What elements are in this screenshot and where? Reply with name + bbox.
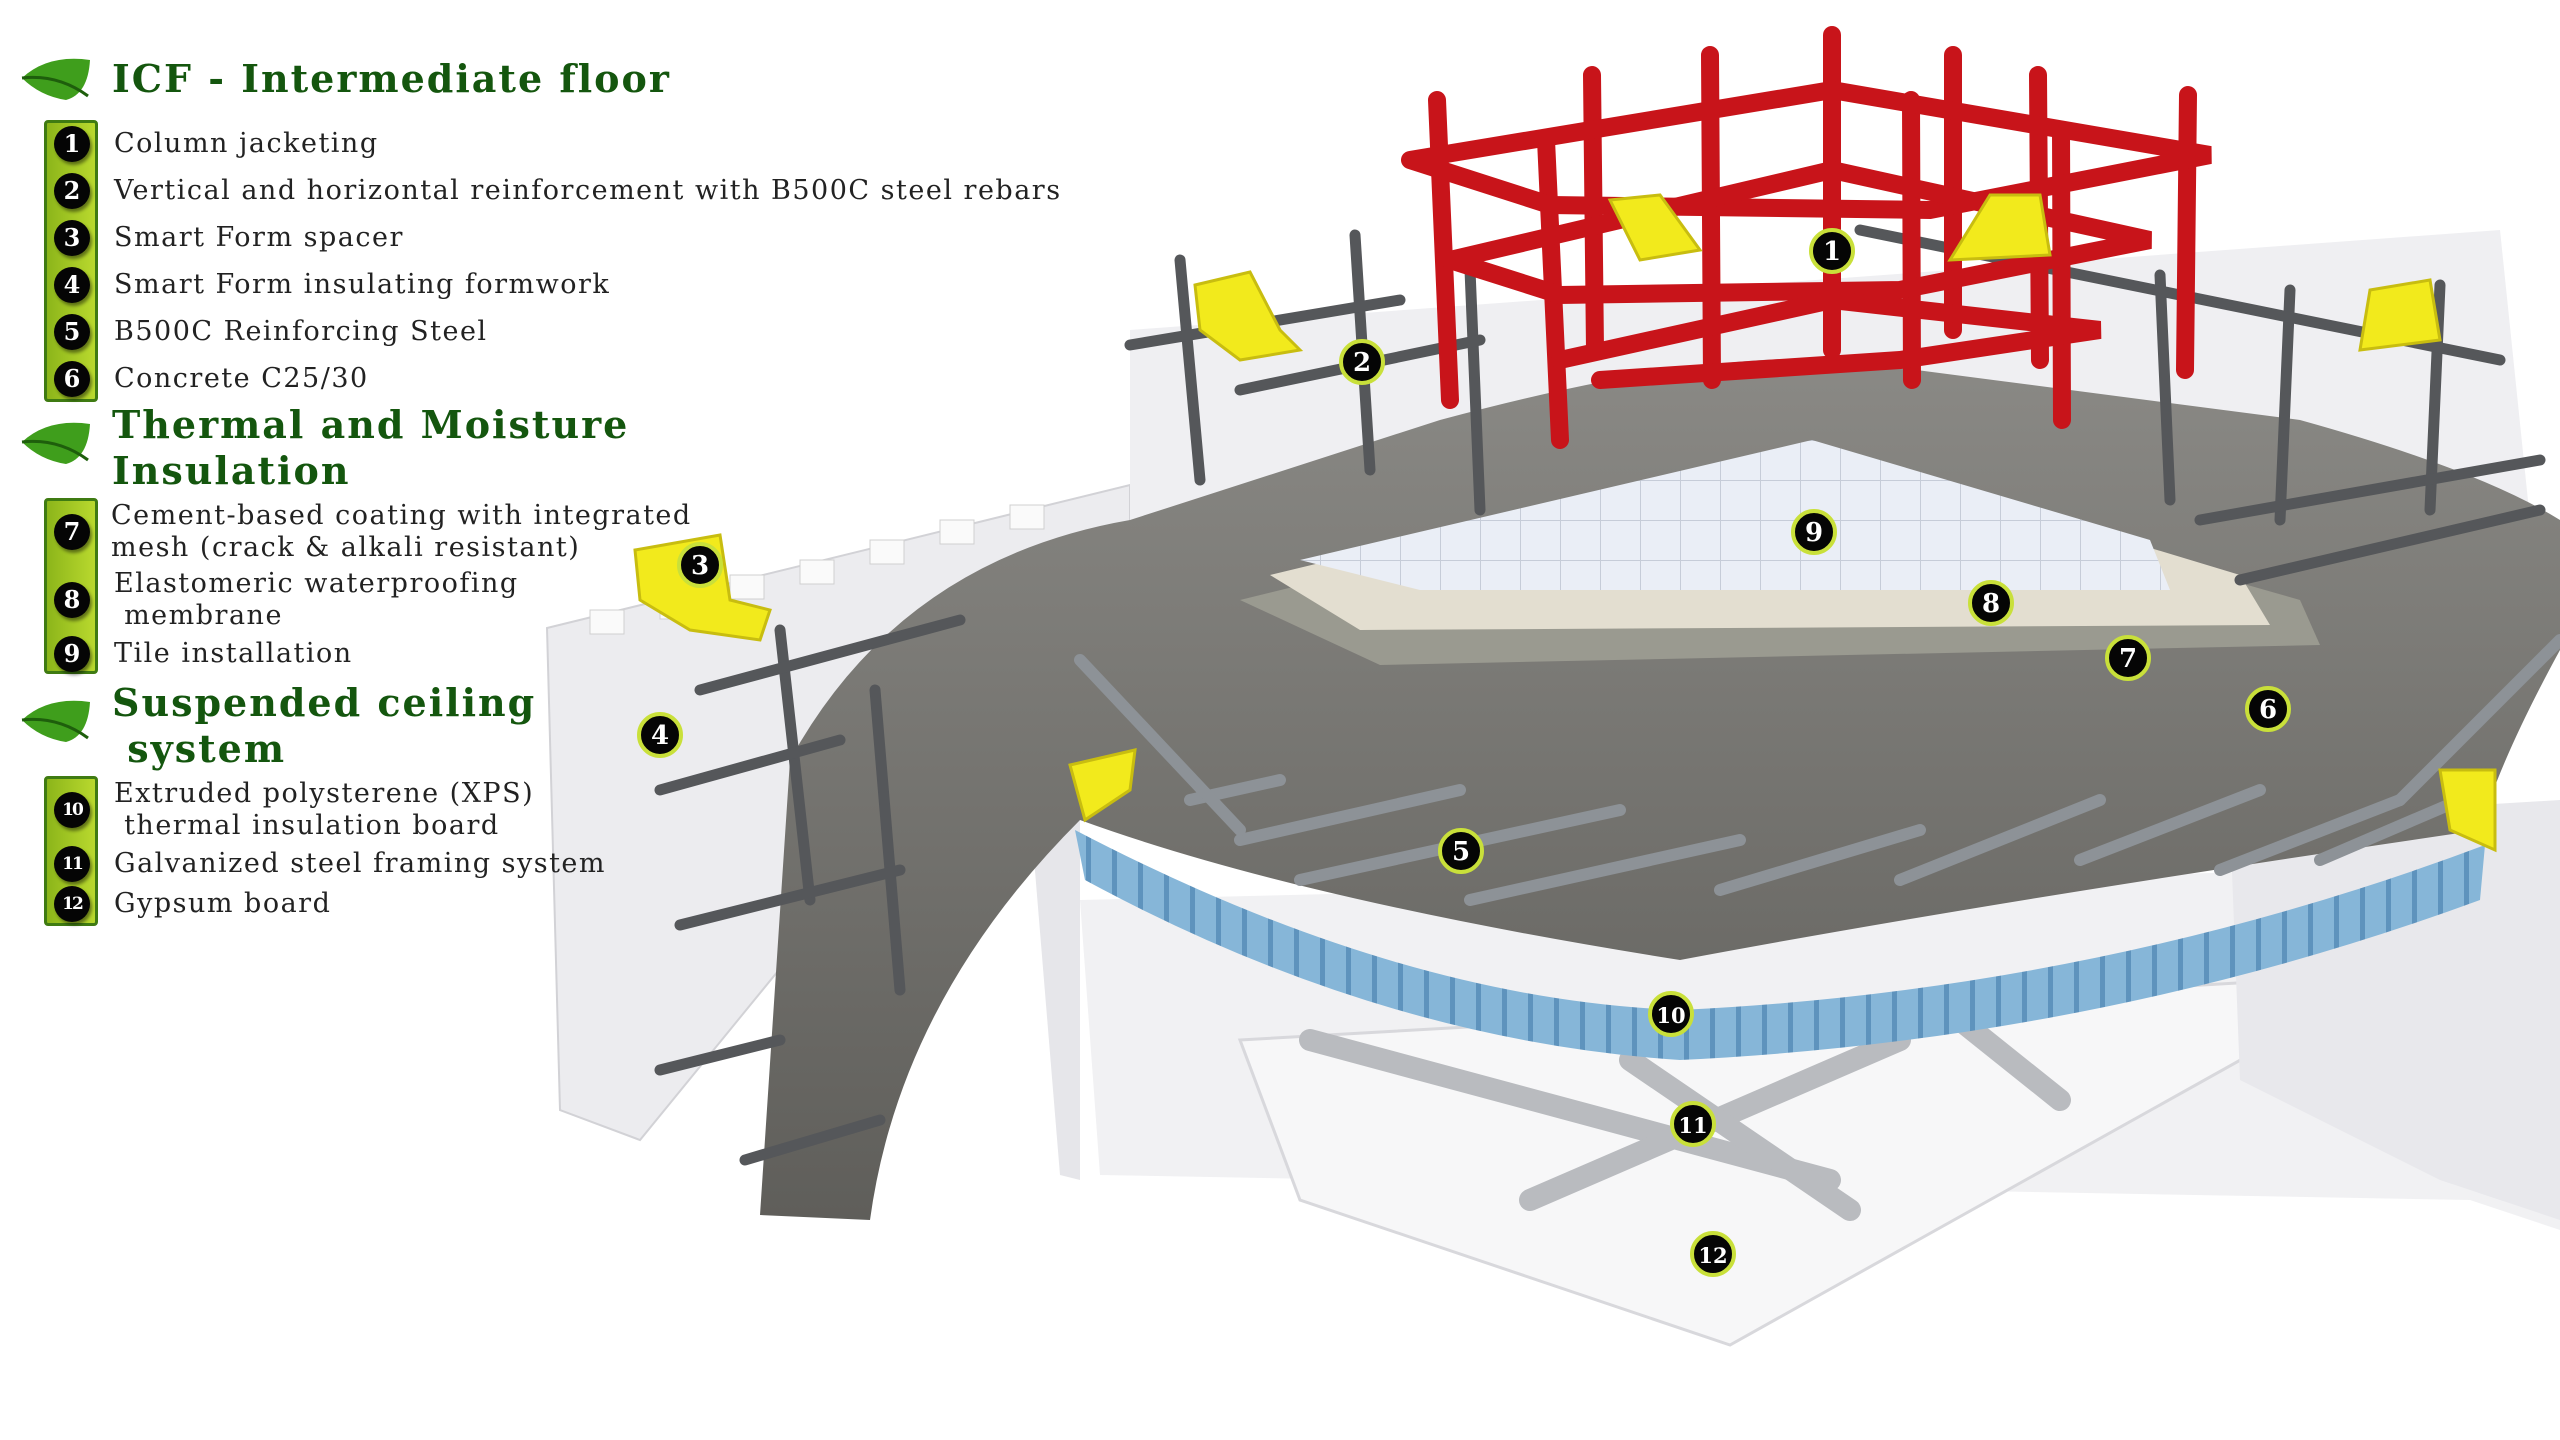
- callout-marker-12: 12: [1690, 1231, 1736, 1277]
- leaf-icon: [21, 700, 90, 742]
- smart-form-spacers: [633, 193, 2497, 853]
- callout-marker-4: 4: [637, 712, 683, 758]
- legend-item-6: Concrete C25/30: [114, 363, 369, 394]
- callout-number: 9: [1805, 518, 1823, 548]
- badge-2: 2: [54, 173, 90, 209]
- legend-item-1: Column jacketing: [114, 128, 379, 159]
- callout-number: 1: [1823, 237, 1841, 267]
- callout-number: 8: [1982, 589, 2000, 619]
- section-title-thermal-line1: Thermal and Moisture: [112, 402, 630, 447]
- badge-7: 7: [54, 514, 90, 550]
- callout-circle: [1690, 1231, 1736, 1277]
- badge-10: 10: [54, 792, 90, 828]
- callout-circle: [1809, 228, 1855, 274]
- legend-item-3: Smart Form spacer: [114, 222, 404, 253]
- callout-marker-5: 5: [1438, 828, 1484, 874]
- callout-marker-10: 10: [1648, 991, 1694, 1037]
- callout-circle: [1339, 339, 1385, 385]
- legend-item-2: Vertical and horizontal reinforcement wi…: [114, 175, 1062, 206]
- legend-item-10-line1: Extruded polysterene (XPS): [114, 778, 535, 809]
- callout-marker-2: 2: [1339, 339, 1385, 385]
- callout-circle: [2105, 635, 2151, 681]
- callout-circle: [1648, 991, 1694, 1037]
- callout-number: 3: [691, 551, 709, 581]
- legend-item-12: Gypsum board: [114, 888, 332, 919]
- callout-marker-6: 6: [2245, 686, 2291, 732]
- callout-circle: [1438, 828, 1484, 874]
- leaf-icon: [21, 58, 90, 100]
- legend-item-7-line1: Cement-based coating with integrated: [111, 500, 692, 531]
- callout-marker-9: 9: [1791, 509, 1837, 555]
- callout-marker-7: 7: [2105, 635, 2151, 681]
- badge-5: 5: [54, 314, 90, 350]
- xps-board: [1075, 830, 2485, 1060]
- badge-11: 11: [54, 846, 90, 882]
- badge-4: 4: [54, 267, 90, 303]
- badge-1: 1: [54, 126, 90, 162]
- legend-item-5: B500C Reinforcing Steel: [114, 316, 488, 347]
- badge-column: [44, 120, 98, 402]
- callout-number: 2: [1353, 348, 1371, 378]
- badge-12: 12: [54, 886, 90, 922]
- callout-circle: [1968, 580, 2014, 626]
- callout-circle: [677, 542, 723, 588]
- callout-number: 10: [1656, 1003, 1685, 1028]
- legend-item-9: Tile installation: [114, 638, 353, 669]
- callout-number: 12: [1698, 1243, 1727, 1268]
- section-title-icf: ICF - Intermediate floor: [112, 56, 671, 101]
- callout-circle: [1791, 509, 1837, 555]
- tile-installation: [1300, 440, 2170, 590]
- callout-number: 11: [1678, 1113, 1707, 1138]
- legend-item-8-line1: Elastomeric waterproofing: [114, 568, 519, 599]
- section-title-ceiling-line2: system: [112, 726, 287, 771]
- badge-8: 8: [54, 582, 90, 618]
- badge-9: 9: [54, 636, 90, 672]
- section-title-thermal-line2: Insulation: [112, 448, 351, 493]
- column-jacketing-cage: [1401, 26, 2212, 449]
- callout-circle: [1670, 1101, 1716, 1147]
- callout-number: 6: [2259, 695, 2277, 725]
- callout-marker-1: 1: [1809, 228, 1855, 274]
- callout-number: 4: [651, 721, 669, 751]
- section-title-ceiling-line1: Suspended ceiling: [112, 680, 537, 725]
- callout-marker-3: 3: [677, 542, 723, 588]
- callout-number: 5: [1452, 837, 1470, 867]
- badge-6: 6: [54, 361, 90, 397]
- bottom-rebars: [1074, 634, 2560, 906]
- callout-marker-11: 11: [1670, 1101, 1716, 1147]
- leaf-icon: [21, 422, 90, 464]
- legend-item-7-line2: mesh (crack & alkali resistant): [111, 532, 581, 563]
- legend-item-10-line2: thermal insulation board: [114, 810, 500, 841]
- callout-number: 7: [2119, 644, 2137, 674]
- badge-3: 3: [54, 220, 90, 256]
- legend-item-8-line2: membrane: [114, 600, 283, 631]
- legend-item-4: Smart Form insulating formwork: [114, 269, 611, 300]
- callout-circle: [2245, 686, 2291, 732]
- callout-marker-8: 8: [1968, 580, 2014, 626]
- callout-circle: [637, 712, 683, 758]
- legend-item-11: Galvanized steel framing system: [114, 848, 607, 879]
